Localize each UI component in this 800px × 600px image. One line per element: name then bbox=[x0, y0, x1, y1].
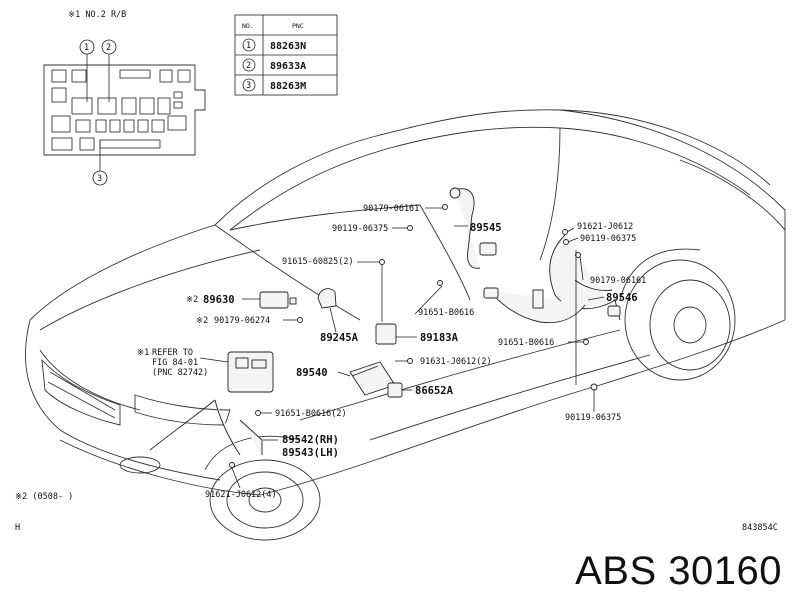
label-90179-06274: 90179-06274 bbox=[214, 316, 270, 326]
svg-text:3: 3 bbox=[246, 81, 251, 91]
svg-text:2: 2 bbox=[246, 61, 251, 71]
label-89245a: 89245A bbox=[320, 332, 359, 344]
label-90179-06274-mark: ※2 bbox=[196, 316, 208, 326]
label-89183a: 89183A bbox=[420, 332, 459, 344]
callout-3: 3 bbox=[92, 140, 108, 186]
label-90179-06161-right: 90179-06161 bbox=[590, 276, 646, 286]
corner-mark: H bbox=[15, 523, 20, 533]
svg-text:88263N: 88263N bbox=[270, 41, 306, 52]
footer-caption: ABS 30160 bbox=[575, 549, 782, 593]
svg-text:3: 3 bbox=[97, 174, 102, 184]
refer-mark: ※1 bbox=[137, 348, 149, 358]
footnote: ※2 (0508- ) bbox=[15, 492, 73, 502]
car-outline bbox=[25, 109, 786, 541]
callout-1: 1 bbox=[79, 39, 95, 102]
label-91621-j0612: 91621-J0612 bbox=[577, 222, 633, 232]
refer-line-1: REFER TO bbox=[152, 348, 193, 358]
svg-text:2: 2 bbox=[106, 43, 111, 53]
refer-line-2: FIG 84-01 bbox=[152, 358, 198, 368]
relay-box-note: ※1 NO.2 R/B bbox=[68, 10, 126, 20]
label-89540: 89540 bbox=[296, 367, 328, 379]
relay-box-inset: ※1 NO.2 R/B 1 2 bbox=[43, 10, 206, 186]
pnc-table: NO. PNC 1 88263N 2 89633A 3 88263M bbox=[234, 14, 338, 96]
refer-line-3: (PNC 82742) bbox=[152, 368, 208, 378]
pnc-header-no: NO. bbox=[242, 22, 254, 30]
label-91631-j0612: 91631-J0612(2) bbox=[420, 357, 492, 367]
pnc-row: 3 88263M bbox=[242, 78, 306, 92]
svg-text:1: 1 bbox=[246, 41, 251, 51]
label-89546: 89546 bbox=[606, 292, 638, 304]
figure-code: 843854C bbox=[742, 523, 778, 533]
svg-text:88263M: 88263M bbox=[270, 81, 306, 92]
label-86652a: 86652A bbox=[415, 385, 454, 397]
label-91615-60825: 91615-60825(2) bbox=[282, 257, 354, 267]
label-90119-06375: 90119-06375 bbox=[332, 224, 388, 234]
svg-text:1: 1 bbox=[84, 43, 89, 53]
label-89542: 89542(RH) bbox=[282, 434, 339, 446]
label-91651-b0616: 91651-B0616 bbox=[418, 308, 474, 318]
label-90179-06161: 90179-06161 bbox=[363, 204, 419, 214]
pnc-header-pnc: PNC bbox=[292, 22, 304, 30]
label-89630-mark: ※2 bbox=[186, 295, 198, 305]
parts-layer bbox=[149, 187, 621, 489]
svg-text:89633A: 89633A bbox=[270, 61, 306, 72]
label-91621-j0612-4: 91621-J0612(4) bbox=[205, 490, 277, 500]
label-89543: 89543(LH) bbox=[282, 447, 339, 459]
label-89630: 89630 bbox=[203, 294, 235, 306]
label-91651-b0616-right: 91651-B0616 bbox=[498, 338, 554, 348]
callout-2: 2 bbox=[101, 39, 117, 102]
label-91651-b0616-low: 91651-B0616(2) bbox=[275, 409, 347, 419]
label-90119-06375-low: 90119-06375 bbox=[565, 413, 621, 423]
callout-labels: 90179-06161 90119-06375 89545 91621-J061… bbox=[15, 204, 778, 533]
pnc-row: 1 88263N bbox=[242, 38, 306, 52]
label-89545: 89545 bbox=[470, 222, 502, 234]
pnc-row: 2 89633A bbox=[242, 58, 306, 72]
label-90119-06375-right: 90119-06375 bbox=[580, 234, 636, 244]
